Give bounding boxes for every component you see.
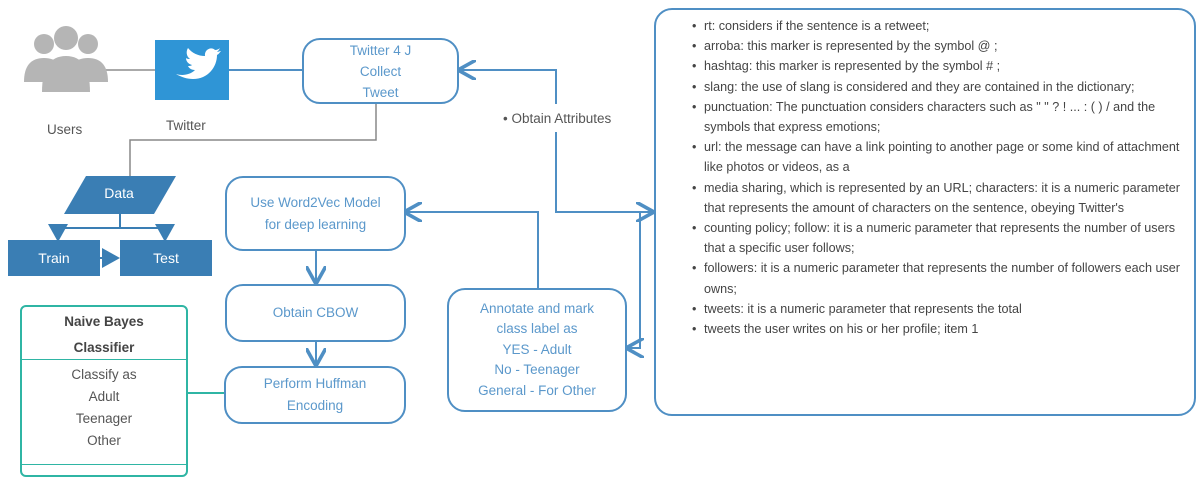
classifier-item: Classify as — [71, 367, 137, 382]
annotate-to-word2vec-arrow — [406, 212, 539, 288]
attribute-item: followers: it is a numeric parameter tha… — [692, 258, 1184, 298]
data-parallelogram-shape — [64, 176, 176, 214]
attribute-item: url: the message can have a link pointin… — [692, 137, 1184, 177]
attribute-item: arroba: this marker is represented by th… — [692, 36, 1184, 56]
classifier-title-line2: Classifier — [73, 340, 135, 355]
classifier-header: Naive Bayes Classifier — [22, 307, 186, 360]
attribute-item: slang: the use of slang is considered an… — [692, 77, 1184, 97]
users-label: Users — [47, 122, 83, 137]
word2vec-node: Use Word2Vec Model for deep learning — [225, 176, 406, 251]
attributes-return-arrow — [460, 70, 557, 104]
users-icon — [24, 26, 108, 92]
twitter-bird-icon — [155, 40, 229, 100]
classifier-items: Classify as Adult Teenager Other — [22, 360, 186, 452]
data-node-label: Data — [104, 185, 134, 201]
twitter-label: Twitter — [166, 118, 206, 133]
test-node: Test — [120, 240, 212, 276]
classifier-title-line1: Naive Bayes — [64, 314, 144, 329]
attribute-item: rt: considers if the sentence is a retwe… — [692, 16, 1184, 36]
panel-to-annotate-arrow — [628, 212, 640, 348]
classifier-item: Adult — [88, 389, 120, 404]
attribute-item: tweets the user writes on his or her pro… — [692, 319, 1184, 339]
naive-bayes-classifier: Naive Bayes Classifier Classify as Adult… — [20, 305, 188, 477]
annotate-node: Annotate and mark class label as YES - A… — [447, 288, 627, 412]
cbow-node: Obtain CBOW — [225, 284, 406, 342]
attribute-item: hashtag: this marker is represented by t… — [692, 56, 1184, 76]
attribute-item: punctuation: The punctuation considers c… — [692, 97, 1184, 137]
attributes-list: rt: considers if the sentence is a retwe… — [692, 16, 1184, 339]
obtain-attributes-label: • Obtain Attributes — [503, 111, 612, 126]
attributes-panel: rt: considers if the sentence is a retwe… — [654, 8, 1196, 416]
attribute-item: counting policy; follow: it is a numeric… — [692, 218, 1184, 258]
train-node: Train — [8, 240, 100, 276]
attributes-to-panel-arrow — [555, 132, 652, 212]
attribute-item: media sharing, which is represented by a… — [692, 178, 1184, 218]
classifier-item: Teenager — [75, 411, 133, 426]
collect-data-line — [129, 103, 377, 176]
attribute-item: tweets: it is a numeric parameter that r… — [692, 299, 1184, 319]
classifier-item: Other — [87, 433, 121, 448]
collect-tweet-node: Twitter 4 J Collect Tweet — [302, 38, 459, 104]
classifier-footer-divider — [22, 464, 186, 465]
huffman-node: Perform Huffman Encoding — [224, 366, 406, 424]
